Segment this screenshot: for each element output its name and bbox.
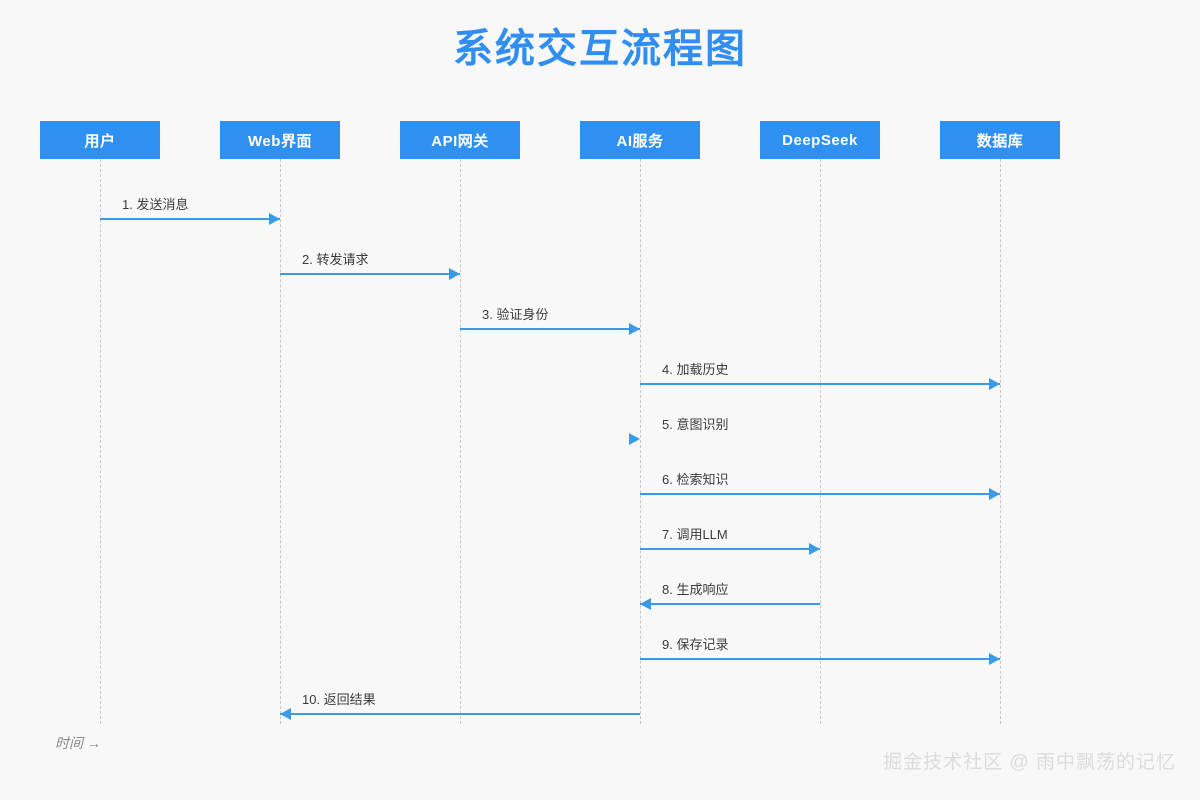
message-arrowhead-right [629,433,640,445]
message-arrowhead-right [449,268,460,280]
message-arrowhead-right [809,543,820,555]
participant-database[interactable]: 数据库 [940,121,1060,159]
participant-label: 用户 [84,132,116,150]
message-arrow-line [100,218,280,220]
participant-label: API网关 [431,132,489,150]
message-arrow-line [640,658,1000,660]
page-title: 系统交互流程图 [453,26,747,72]
lifeline-gateway [460,159,461,724]
message-arrow-line [280,713,640,715]
lifeline-ai [640,159,641,724]
participant-deepseek[interactable]: DeepSeek [760,121,880,159]
participant-label: DeepSeek [782,131,858,149]
message-4[interactable]: 4. 加载历史 [640,355,1000,390]
message-label: 4. 加载历史 [662,362,729,377]
message-2[interactable]: 2. 转发请求 [280,245,460,280]
message-arrowhead-left [640,598,651,610]
participant-user[interactable]: 用户 [40,121,160,159]
message-9[interactable]: 9. 保存记录 [640,630,1000,665]
message-arrow-line [640,493,1000,495]
lifeline-user [100,159,101,724]
message-label: 3. 验证身份 [482,307,549,322]
participant-web[interactable]: Web界面 [220,121,340,159]
participant-gateway[interactable]: API网关 [400,121,520,159]
message-label: 10. 返回结果 [302,692,376,707]
participant-label: 数据库 [976,132,1024,150]
message-label: 2. 转发请求 [302,252,369,267]
message-label: 1. 发送消息 [122,197,189,212]
message-arrowhead-left [280,708,291,720]
message-8[interactable]: 8. 生成响应 [640,575,820,610]
message-arrow-line [460,328,640,330]
lifeline-database [1000,159,1001,724]
message-arrow-line [640,383,1000,385]
lifeline-web [280,159,281,724]
message-3[interactable]: 3. 验证身份 [460,300,640,335]
participant-label: Web界面 [248,132,312,150]
participant-ai[interactable]: AI服务 [580,121,700,159]
message-10[interactable]: 10. 返回结果 [280,685,640,720]
message-7[interactable]: 7. 调用LLM [640,520,820,555]
participant-label: AI服务 [616,132,664,150]
message-label: 6. 检索知识 [662,472,729,487]
message-label: 5. 意图识别 [662,417,729,432]
message-5[interactable]: 5. 意图识别 [629,410,728,445]
message-arrow-line [640,548,820,550]
message-arrowhead-right [269,213,280,225]
message-arrow-line [280,273,460,275]
message-arrowhead-right [629,323,640,335]
message-arrowhead-right [989,378,1000,390]
message-label: 7. 调用LLM [662,527,728,542]
message-label: 9. 保存记录 [662,637,729,652]
message-arrowhead-right [989,653,1000,665]
message-arrow-line [640,603,820,605]
time-axis-label: 时间 → [55,735,101,751]
message-label: 8. 生成响应 [662,582,729,597]
message-arrowhead-right [989,488,1000,500]
message-1[interactable]: 1. 发送消息 [100,190,280,225]
message-6[interactable]: 6. 检索知识 [640,465,1000,500]
lifeline-deepseek [820,159,821,724]
watermark: 掘金技术社区 @ 雨中飘荡的记忆 [883,752,1176,773]
